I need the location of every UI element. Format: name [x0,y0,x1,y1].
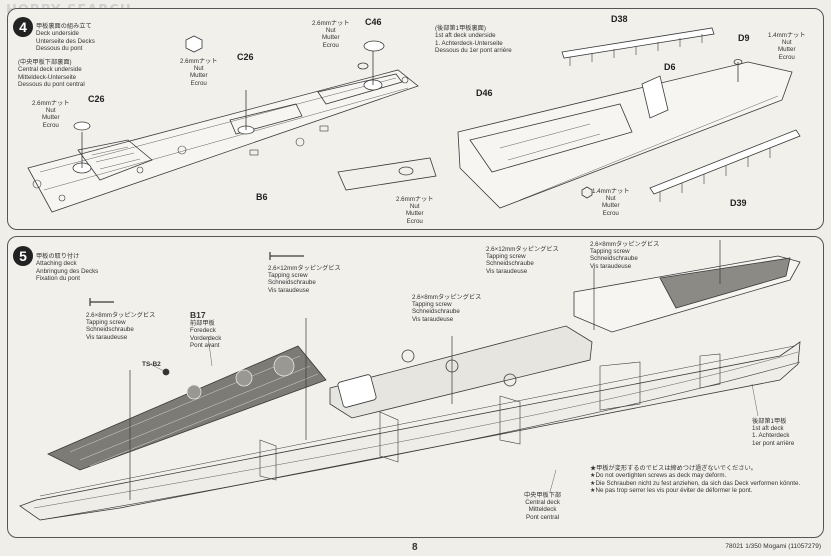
step-5-number: 5 [13,246,33,266]
nut-c46-post [357,40,385,91]
step-4-number: 4 [13,17,33,37]
caution-notes: ★甲板が変形するのでビスは締めつけ過ぎないでください。★Do not overt… [590,465,801,495]
page-number: 8 [412,542,418,553]
part-c26-b: C26 [88,94,105,104]
part-c-plate [337,157,437,191]
part-d9: D9 [738,33,750,43]
aft-deck-d46 [457,61,793,209]
part-d6 [641,75,669,119]
part-c26-a: C26 [237,52,254,62]
rail-d38 [561,27,715,59]
foredeck-b17 [47,345,327,471]
deck-cutout-left [77,139,153,181]
rail-d39 [649,129,801,195]
aft-deck-plating [659,257,791,309]
deck-plate-b6 [27,69,419,213]
central-deck [329,325,593,419]
tapping-screws [89,240,721,500]
part-d39: D39 [730,198,747,208]
product-code: 78021 1/350 Mogami (11057279) [725,543,821,550]
part-d46: D46 [476,88,493,98]
part-d38: D38 [611,14,628,24]
hull [19,341,801,521]
part-d6: D6 [664,62,676,72]
nut-c26-post-mid [185,35,255,135]
part-c46: C46 [365,17,382,27]
part-b6: B6 [256,192,268,202]
nut-c26-post-left [72,121,92,174]
